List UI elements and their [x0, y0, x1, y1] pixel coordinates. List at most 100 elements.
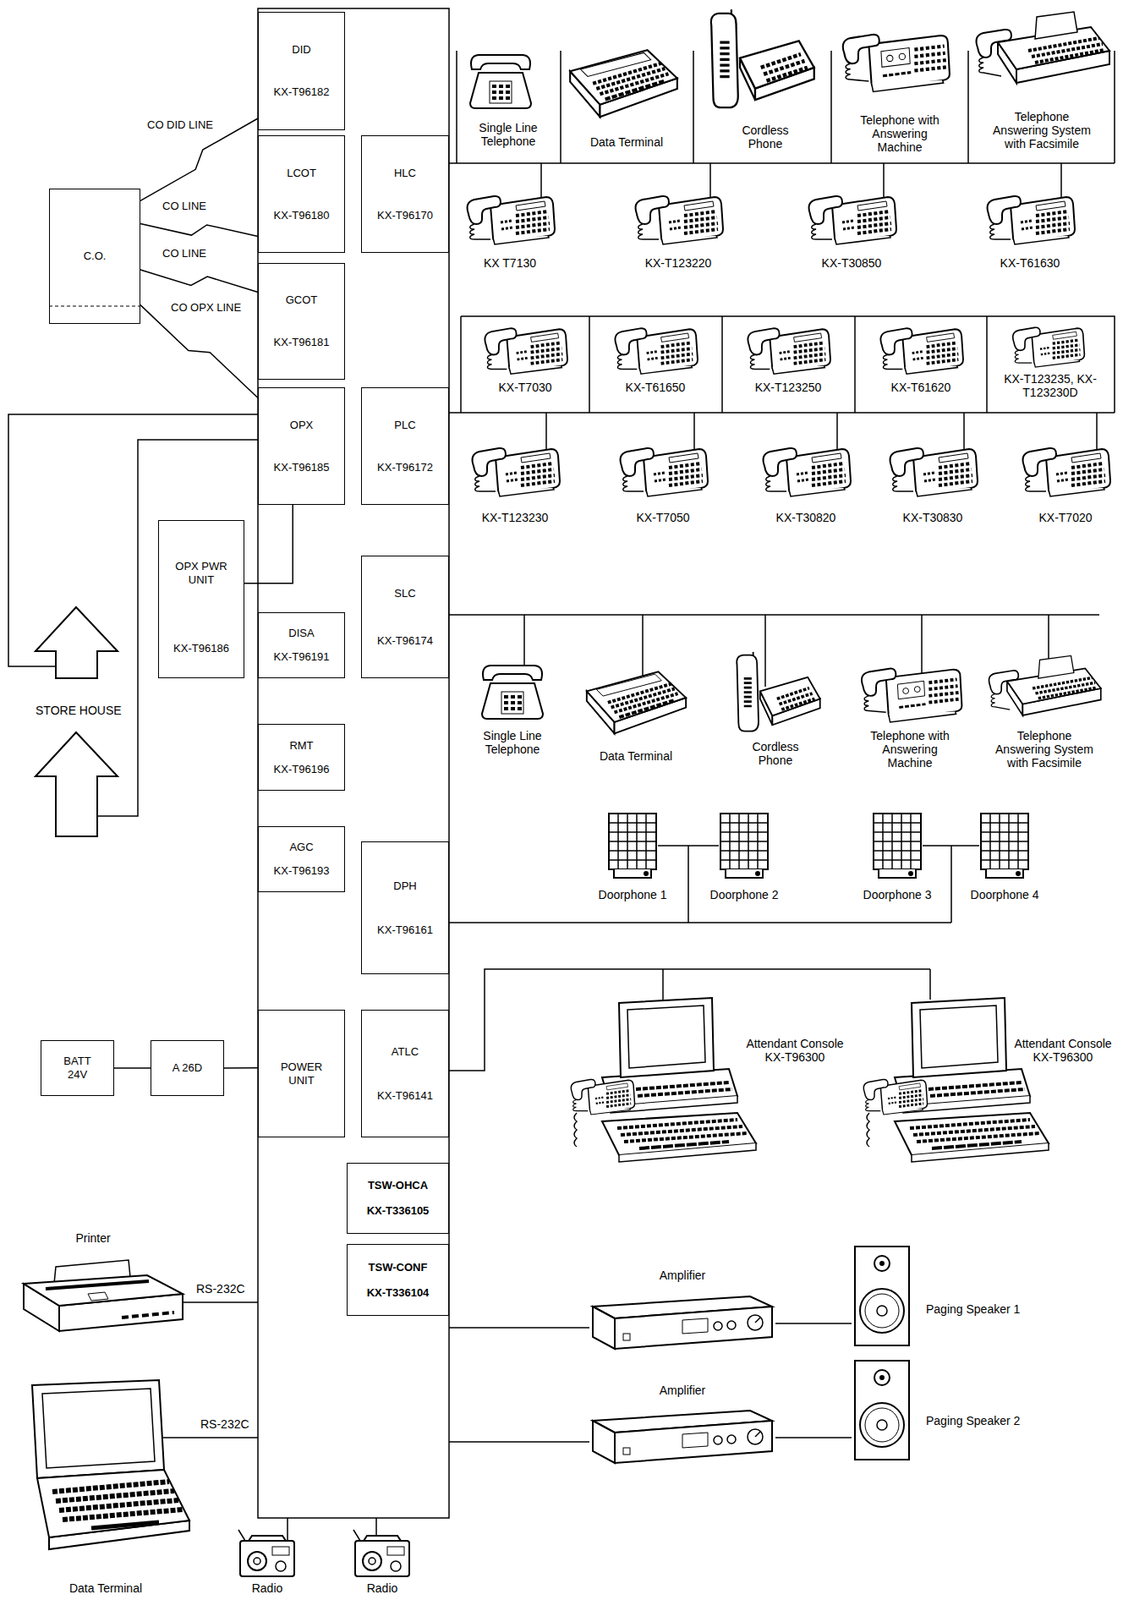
peripheral-icon: [238, 1529, 295, 1577]
caption: Data Terminal: [563, 135, 691, 149]
box-title: HLC: [394, 166, 417, 181]
telephone-icon: [809, 196, 897, 245]
caption: KX-T30820: [776, 510, 837, 525]
telephone-icon: [880, 328, 964, 374]
caption: Paging Speaker 1: [925, 1302, 1020, 1316]
line-label: CO LINE: [160, 199, 209, 214]
peripheral-icon: [353, 1529, 410, 1577]
card: SLC KX-T96174: [361, 555, 450, 679]
wire: [97, 439, 258, 817]
part-number: KX-T96180: [273, 208, 330, 223]
audio-icon: [592, 1410, 773, 1463]
box-title: OPX PWR UNIT: [172, 559, 231, 587]
wire: [163, 1436, 258, 1439]
card: DIDKX-T96182: [257, 11, 346, 131]
caption: Telephone Answering System with Facsimil…: [989, 109, 1096, 151]
line-label: CO OPX LINE: [169, 301, 243, 315]
dashed-divider: [49, 305, 141, 307]
card: AGCKX-T96193: [257, 826, 346, 893]
caption: KX-T123235, KX-T123230D: [1003, 372, 1097, 400]
wire: [541, 163, 1062, 198]
audio-icon: [854, 1246, 910, 1346]
caption: Single Line Telephone: [474, 120, 543, 148]
caption: KX-T61620: [891, 380, 952, 395]
caption: KX-T30830: [903, 510, 964, 525]
telephone-icon: [861, 668, 962, 723]
peripheral-icon: [32, 1380, 190, 1550]
caption: KX-T7050: [635, 510, 690, 525]
line-label: CO LINE: [160, 246, 209, 261]
box-title: RMT: [289, 739, 313, 753]
caption: Telephone with Answering Machine: [855, 113, 945, 154]
card: TSW-CONFKX-T336104: [346, 1243, 450, 1316]
box-title: DPH: [393, 879, 417, 893]
caption: Data Terminal: [69, 1581, 143, 1595]
doorphone-icon: [608, 813, 1029, 878]
caption: Data Terminal: [572, 749, 700, 763]
telephone-icon: [482, 665, 543, 719]
caption: KX-T7030: [498, 380, 552, 395]
part-number: KX-T96181: [273, 335, 330, 350]
telephone-icon: [586, 671, 686, 734]
battery-box: BATT 24V: [40, 1040, 115, 1096]
part-number: KX-T96174: [377, 634, 433, 648]
part-number: KX-T96182: [273, 85, 330, 99]
trunk-line: [140, 305, 258, 399]
caption: Doorphone 3: [863, 887, 932, 902]
caption: KX-T61630: [1000, 256, 1061, 270]
caption: Attendant Console KX-T96300: [739, 1036, 850, 1064]
console-icon: [570, 997, 1049, 1162]
box-title: GCOT: [285, 293, 318, 307]
caption: KX T7130: [483, 256, 537, 270]
telephone-icon: [976, 11, 1110, 83]
caption: Telephone Answering System with Facsimil…: [991, 728, 1098, 770]
part-number: KX-T96161: [377, 923, 433, 937]
card: PLCKX-T96172: [361, 387, 450, 505]
caption: KX-T61650: [625, 380, 686, 395]
card: HLCKX-T96170: [361, 135, 450, 253]
part-number: KX-T336105: [367, 1204, 430, 1218]
trunk-line: [140, 224, 258, 237]
caption: Radio: [251, 1581, 284, 1595]
wire: [449, 316, 1115, 413]
caption: Attendant Console KX-T96300: [1007, 1036, 1118, 1064]
trunk-line: [140, 269, 258, 293]
part-number: KX-T96185: [273, 460, 330, 475]
caption: RS-232C: [200, 1417, 250, 1431]
box-title: BATT 24V: [58, 1054, 97, 1081]
caption: Amplifier: [659, 1268, 706, 1282]
telephone-icon: [843, 34, 950, 93]
power-line: [244, 504, 293, 584]
telephone-icon: [1023, 448, 1111, 497]
adapter-box: A 26D: [150, 1040, 225, 1096]
power-unit-box: POWER UNIT: [257, 1009, 346, 1138]
caption: KX-T123230: [482, 510, 549, 525]
peripheral-icon: [23, 1259, 183, 1332]
audio-icon: [854, 1360, 910, 1460]
part-number: KX-T96172: [377, 460, 433, 475]
telephone-icon: [736, 651, 820, 732]
box-title: POWER UNIT: [276, 1060, 328, 1087]
card: RMT KX-T96196: [257, 723, 346, 791]
audio-icon: [592, 1246, 910, 1463]
console-icon: [570, 997, 756, 1162]
wire: [546, 412, 1097, 450]
store-house: [35, 732, 118, 837]
part-number: KX-T96196: [273, 762, 330, 777]
box-title: TSW-OHCA: [367, 1178, 428, 1193]
telephone-icon: [890, 448, 978, 497]
caption: Telephone with Answering Machine: [865, 728, 955, 770]
telephone-icon: [484, 328, 568, 374]
box-title: SLC: [394, 586, 416, 601]
box-title: AGC: [289, 840, 313, 855]
caption: KX-T123250: [755, 380, 822, 395]
caption: Amplifier: [659, 1383, 706, 1397]
part-number: KX-T336104: [367, 1286, 430, 1300]
console-icon: [863, 997, 1049, 1162]
caption: Printer: [75, 1231, 110, 1245]
trunk-line: [140, 118, 258, 201]
caption: Doorphone 2: [710, 887, 779, 902]
wire: [287, 1517, 377, 1541]
